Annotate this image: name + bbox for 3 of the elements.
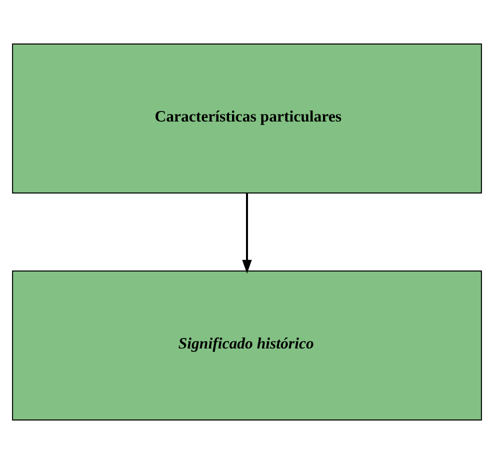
node-box: Significado histórico xyxy=(12,270,482,420)
arrow xyxy=(242,192,252,274)
node-box: Características particulares xyxy=(12,42,482,193)
